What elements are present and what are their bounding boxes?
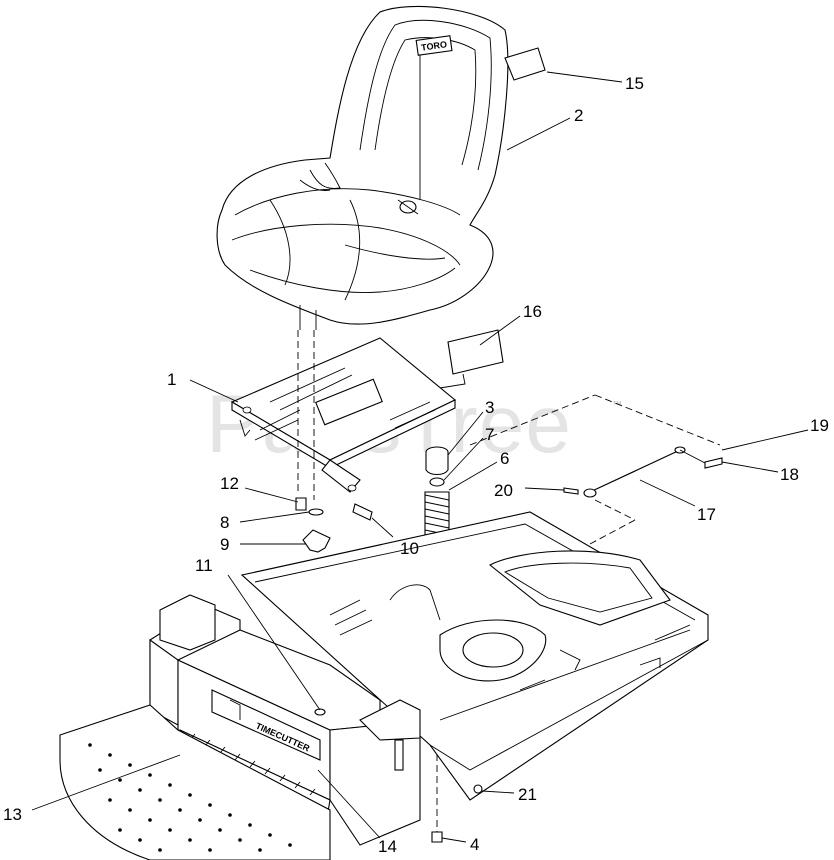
watermark-trademark: ™ <box>612 400 622 411</box>
bolt-11[interactable] <box>314 708 326 716</box>
callout-14: 14 <box>378 837 397 856</box>
callout-16: 16 <box>523 302 542 321</box>
decal-15[interactable] <box>504 47 546 81</box>
callout-2: 2 <box>574 106 583 125</box>
callout-11: 11 <box>195 556 213 575</box>
bolt-12[interactable] <box>295 497 307 511</box>
bolt-10[interactable] <box>352 503 373 521</box>
callout-12: 12 <box>220 474 239 493</box>
frame[interactable] <box>240 511 709 801</box>
callout-4: 4 <box>470 835 479 854</box>
floor-pan[interactable] <box>59 704 331 860</box>
seat[interactable]: TORO <box>216 5 509 330</box>
callout-10: 10 <box>400 539 419 558</box>
nut-7[interactable] <box>429 477 445 487</box>
seat-plate[interactable] <box>230 330 457 500</box>
knob-9[interactable] <box>302 529 331 553</box>
leader-lines <box>31 71 809 843</box>
callout-20: 20 <box>494 481 513 500</box>
callout-labels: 15 2 16 1 3 7 6 12 8 9 10 20 17 18 19 11… <box>3 74 829 856</box>
callout-9: 9 <box>220 535 229 554</box>
callout-15: 15 <box>625 74 644 93</box>
callout-21: 21 <box>518 785 537 804</box>
front-panel[interactable]: TIMECUTTER <box>149 594 421 846</box>
callout-6: 6 <box>500 449 509 468</box>
seat-logo: TORO <box>421 39 448 52</box>
callout-8: 8 <box>220 513 229 532</box>
callout-1: 1 <box>167 370 176 389</box>
nut-21[interactable] <box>473 784 483 794</box>
bumper-3[interactable] <box>425 446 449 476</box>
bolt-4[interactable] <box>431 831 443 843</box>
callout-17: 17 <box>697 505 716 524</box>
washer-8[interactable] <box>308 508 324 516</box>
decal-16[interactable] <box>439 329 504 389</box>
callout-19: 19 <box>810 416 829 435</box>
callout-3: 3 <box>485 398 494 417</box>
callout-13: 13 <box>3 805 22 824</box>
callout-7: 7 <box>485 425 494 444</box>
callout-18: 18 <box>780 465 799 484</box>
